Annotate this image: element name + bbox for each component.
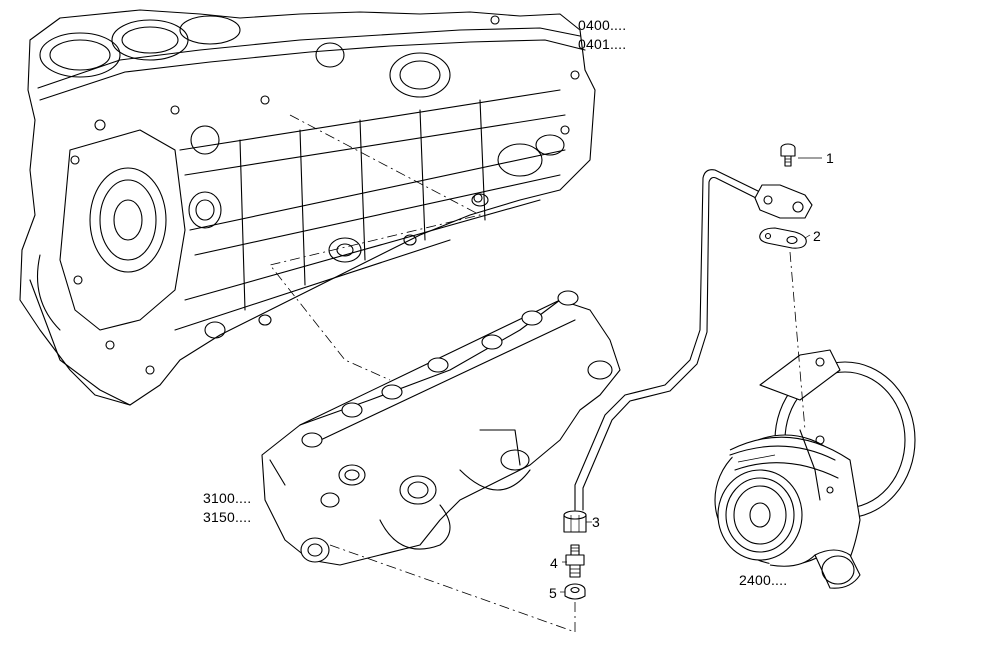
item-number-1: 1 xyxy=(826,150,834,166)
washer-part-5-drawing xyxy=(564,583,586,600)
manifold-housing-drawing xyxy=(261,290,621,566)
fitting-part-4-drawing xyxy=(565,544,585,578)
assembly-centerlines xyxy=(269,114,806,633)
engine-block-drawing xyxy=(19,9,596,406)
union-nut-part-3-drawing xyxy=(563,510,587,533)
turbocharger-drawing xyxy=(714,349,916,589)
item-number-4: 4 xyxy=(550,555,558,571)
bolt-part-1-drawing xyxy=(780,143,796,167)
oil-feed-pipe-drawing xyxy=(574,169,761,511)
item-number-3: 3 xyxy=(592,514,600,530)
engine-block-ref-label-0401: 0401.... xyxy=(578,36,627,52)
turbocharger-ref-label-2400: 2400.... xyxy=(739,572,788,588)
manifold-ref-label-3100: 3100.... xyxy=(203,490,252,506)
gasket-part-2-drawing xyxy=(759,227,807,249)
manifold-ref-label-3150: 3150.... xyxy=(203,509,252,525)
engine-block-ref-label-0400: 0400.... xyxy=(578,17,627,33)
item-number-5: 5 xyxy=(549,585,557,601)
pipe-flange-drawing xyxy=(754,184,813,219)
item-number-2: 2 xyxy=(813,228,821,244)
leader-lines xyxy=(560,157,822,593)
